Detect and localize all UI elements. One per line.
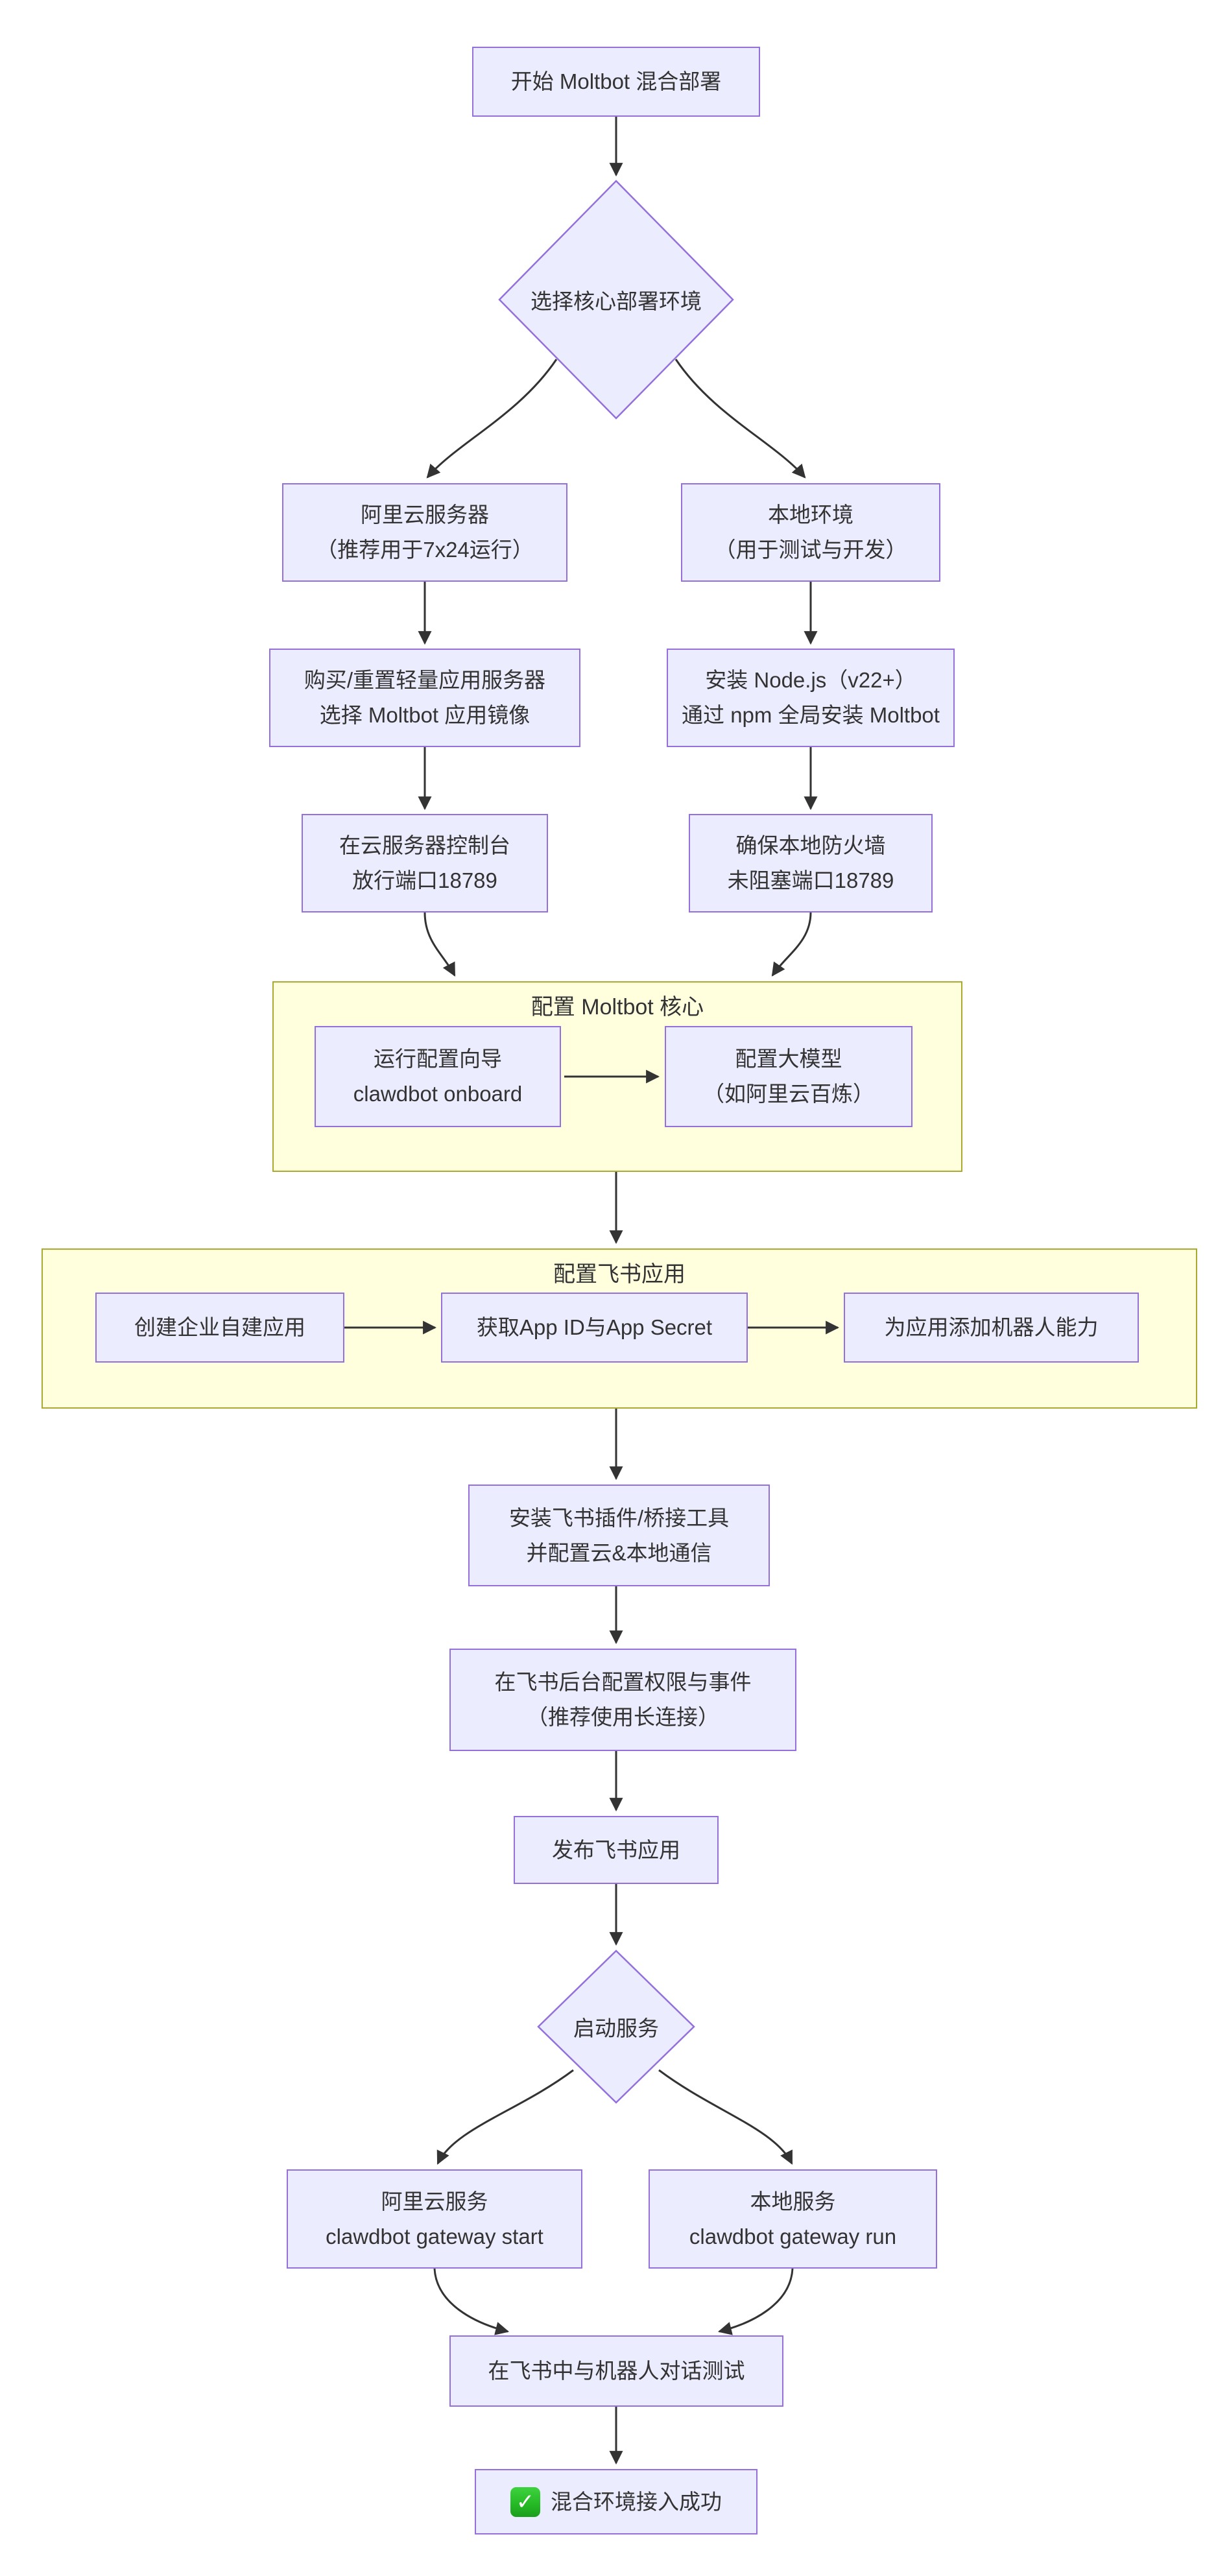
- node-open-port: 在云服务器控制台 放行端口18789: [302, 814, 548, 912]
- node-label: 混合环境接入成功: [551, 2489, 722, 2514]
- node-label: 获取App ID与App Secret: [476, 1315, 713, 1339]
- node-label: 配置大模型: [735, 1047, 842, 1071]
- node-label: 阿里云服务: [381, 2189, 488, 2213]
- node-create-app: 创建企业自建应用: [95, 1293, 344, 1363]
- node-label: 本地环境: [768, 503, 853, 527]
- node-local-service: 本地服务 clawdbot gateway run: [649, 2169, 937, 2269]
- node-local-firewall: 确保本地防火墙 未阻塞端口18789: [689, 814, 933, 912]
- edge-firewall-to-core: [771, 912, 812, 977]
- node-label: 为应用添加机器人能力: [884, 1315, 1099, 1339]
- node-chat-test: 在飞书中与机器人对话测试: [449, 2335, 783, 2407]
- node-aliyun-server: 阿里云服务器 （推荐用于7x24运行）: [282, 483, 567, 582]
- node-success: 混合环境接入成功: [475, 2469, 758, 2534]
- node-config-permissions: 在飞书后台配置权限与事件 （推荐使用长连接）: [449, 1649, 796, 1751]
- node-buy-server: 购买/重置轻量应用服务器 选择 Moltbot 应用镜像: [269, 649, 580, 747]
- node-label: 安装飞书插件/桥接工具: [508, 1505, 730, 1530]
- edge-localservice-to-test: [717, 2268, 794, 2335]
- node-label: 购买/重置轻量应用服务器: [304, 668, 546, 692]
- node-label: （用于测试与开发）: [714, 538, 907, 562]
- node-start-service: 启动服务: [537, 1950, 695, 2104]
- node-add-bot-capability: 为应用添加机器人能力: [844, 1293, 1139, 1363]
- node-cloud-service: 阿里云服务 clawdbot gateway start: [287, 2169, 582, 2269]
- node-label: （推荐用于7x24运行）: [316, 538, 534, 562]
- success-content: 混合环境接入成功: [510, 2485, 722, 2520]
- node-label: 启动服务: [573, 2016, 659, 2040]
- node-choose-environment: 选择核心部署环境: [498, 180, 734, 420]
- node-label: 创建企业自建应用: [134, 1315, 305, 1339]
- node-install-plugin: 安装飞书插件/桥接工具 并配置云&本地通信: [468, 1485, 770, 1586]
- node-publish-app: 发布飞书应用: [514, 1816, 719, 1884]
- node-label: clawdbot onboard: [353, 1082, 523, 1106]
- node-label: 在云服务器控制台: [339, 833, 510, 857]
- subgraph-feishu-title: 配置飞书应用: [553, 1262, 686, 1287]
- node-label: 发布飞书应用: [552, 1837, 680, 1862]
- edge-cloud-to-test: [433, 2268, 510, 2335]
- node-label: （如阿里云百炼）: [703, 1082, 874, 1106]
- node-label: 在飞书后台配置权限与事件: [494, 1670, 752, 1694]
- node-label: 在飞书中与机器人对话测试: [488, 2359, 745, 2383]
- node-install-nodejs: 安装 Node.js（v22+） 通过 npm 全局安装 Moltbot: [667, 649, 955, 747]
- node-label: clawdbot gateway run: [689, 2224, 897, 2248]
- node-label: 选择核心部署环境: [531, 289, 702, 313]
- node-label: 并配置云&本地通信: [526, 1540, 712, 1565]
- node-label: 开始 Moltbot 混合部署: [510, 69, 722, 93]
- node-get-credentials: 获取App ID与App Secret: [441, 1293, 748, 1363]
- node-label: 未阻塞端口18789: [727, 868, 894, 892]
- check-mark-icon: [510, 2487, 540, 2517]
- node-label: 通过 npm 全局安装 Moltbot: [682, 703, 940, 727]
- node-start: 开始 Moltbot 混合部署: [472, 47, 760, 117]
- node-label: 阿里云服务器: [361, 503, 489, 527]
- edge-port-to-core: [424, 912, 456, 977]
- node-label: clawdbot gateway start: [326, 2224, 543, 2248]
- subgraph-core-title: 配置 Moltbot 核心: [531, 995, 704, 1020]
- node-label: 运行配置向导: [374, 1047, 502, 1071]
- node-label: 安装 Node.js（v22+）: [705, 668, 916, 692]
- node-label: 确保本地防火墙: [735, 833, 886, 857]
- node-label: （推荐使用长连接）: [527, 1705, 719, 1729]
- diamond-shape: [537, 1950, 695, 2104]
- node-config-model: 配置大模型 （如阿里云百炼）: [665, 1026, 913, 1127]
- node-label: 选择 Moltbot 应用镜像: [319, 703, 531, 727]
- diamond-shape: [498, 180, 734, 420]
- node-run-wizard: 运行配置向导 clawdbot onboard: [315, 1026, 561, 1127]
- node-label: 放行端口18789: [352, 868, 497, 892]
- node-label: 本地服务: [750, 2189, 836, 2213]
- node-local-environment: 本地环境 （用于测试与开发）: [681, 483, 940, 582]
